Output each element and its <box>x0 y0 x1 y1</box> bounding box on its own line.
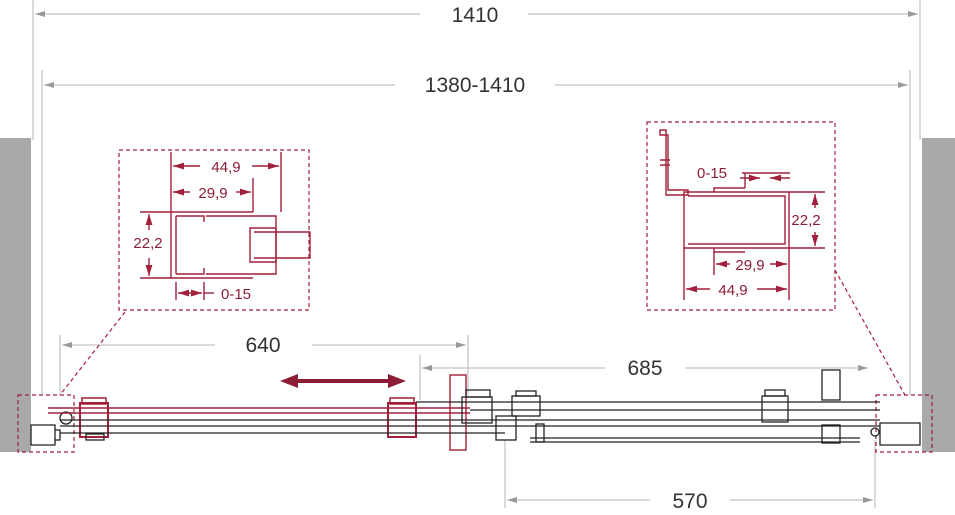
left-outer-width: 44,9 <box>211 159 240 176</box>
span-label: 685 <box>627 357 662 380</box>
dimension-total-width: 1410 <box>35 4 918 27</box>
left-adjust: 0-15 <box>221 286 251 303</box>
dimension-640: 640 <box>62 334 466 357</box>
left-inner-width: 29,9 <box>198 185 227 202</box>
right-height: 22,2 <box>791 212 820 229</box>
passage-label: 570 <box>672 490 707 513</box>
slide-direction-arrow <box>280 374 406 388</box>
left-height: 22,2 <box>133 235 162 252</box>
right-adjust: 0-15 <box>697 165 727 182</box>
left-profile-detail: 44,9 29,9 22,2 0-15 <box>59 149 311 396</box>
dimension-adjust-range: 1380-1410 <box>44 74 908 97</box>
right-profile-detail: 0-15 22,2 29,9 44,9 <box>646 121 906 396</box>
door-travel-label: 640 <box>245 334 280 357</box>
adjust-range-label: 1380-1410 <box>425 74 525 97</box>
total-width-label: 1410 <box>452 4 499 27</box>
dimension-570: 570 <box>507 490 873 513</box>
extension-lines <box>32 0 921 508</box>
left-wall <box>0 138 31 452</box>
door-track-assembly <box>17 369 933 453</box>
right-wall <box>922 138 955 452</box>
right-outer-width: 44,9 <box>718 282 747 299</box>
right-inner-width: 29,9 <box>735 257 764 274</box>
dimension-685: 685 <box>422 357 868 380</box>
